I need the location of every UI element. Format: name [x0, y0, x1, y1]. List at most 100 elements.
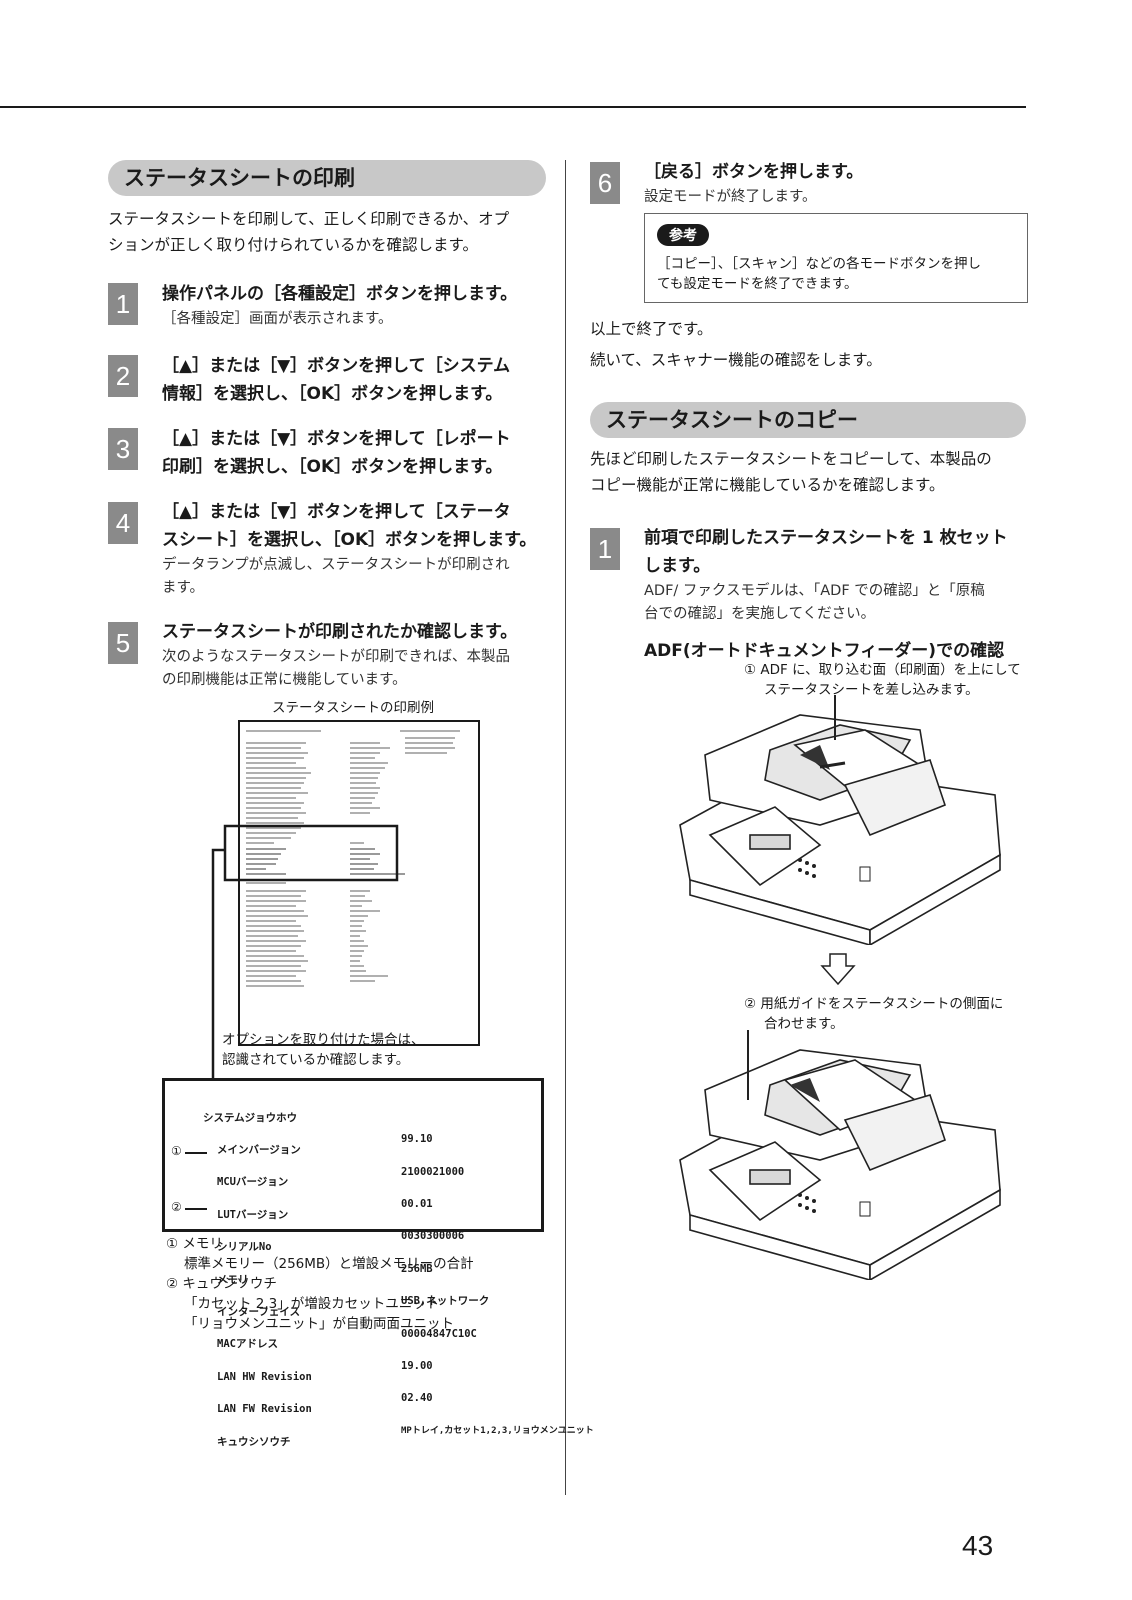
step-1: 操作パネルの［各種設定］ボタンを押します。 ［各種設定］画面が表示されます。: [162, 280, 552, 331]
option-note-line: オプションを取り付けた場合は、: [222, 1032, 425, 1048]
section-intro-copy: 先ほど印刷したステータスシートをコピーして、本製品の コピー機能が正常に機能して…: [590, 446, 1030, 498]
zoom-value: 2100021000: [401, 1165, 465, 1178]
zoom-labels: システムジョウホウ メインバージョン MCUバージョン LUTバージョン シリア…: [203, 1091, 312, 1469]
zoom-label: LAN FW Revision: [217, 1403, 312, 1416]
step-5: ステータスシートが印刷されたか確認します。 次のようなステータスシートが印刷でき…: [162, 618, 557, 692]
step-desc: 台での確認」を実施してください。: [644, 606, 876, 622]
step-title: 前項で印刷したステータスシートを 1 枚セット: [644, 528, 1008, 548]
zoom-value: 99.10: [401, 1133, 433, 1146]
status-sheet-image: [238, 720, 480, 1046]
arrow-down-icon: [820, 953, 856, 986]
step-title: 情報］を選択し、［OK］ボタンを押します。: [162, 384, 503, 404]
step-desc: ［各種設定］画面が表示されます。: [162, 311, 393, 327]
footnote: ① メモリ: [166, 1236, 223, 1252]
header-rule: [0, 106, 1026, 108]
step-desc: の印刷機能は正常に機能しています。: [162, 672, 407, 688]
reference-note: 参考 ［コピー］、［スキャン］などの各モードボタンを押し ても設定モードを終了で…: [644, 213, 1028, 303]
marker-1-line: [185, 1152, 207, 1154]
step-2: ［▲］または［▼］ボタンを押して［システム 情報］を選択し、［OK］ボタンを押し…: [162, 352, 552, 408]
callout-line: ① ADF に、取り込む面（印刷面）を上にして: [744, 662, 1021, 678]
zoom-value: 02.40: [401, 1392, 433, 1405]
intro-line: ションが正しく取り付けられているかを確認します。: [108, 236, 478, 254]
zoom-label: システムジョウホウ: [203, 1111, 298, 1124]
zoom-value: USB,ネットワーク: [401, 1295, 490, 1308]
zoom-label: LAN HW Revision: [217, 1370, 312, 1383]
zoom-label: メモリ: [217, 1273, 249, 1286]
zoom-value: MPトレイ,カセット1,2,3,リョウメンユニット: [401, 1425, 594, 1436]
system-info-zoom: システムジョウホウ メインバージョン MCUバージョン LUTバージョン シリア…: [162, 1078, 594, 1447]
zoom-value: 0030300006: [401, 1230, 465, 1243]
reference-text: ［コピー］、［スキャン］などの各モードボタンを押し ても設定モードを終了できます…: [657, 254, 1022, 294]
zoom-value: 00004847C10C: [401, 1327, 477, 1340]
callout-1: ① ADF に、取り込む面（印刷面）を上にして ステータスシートを差し込みます。: [744, 660, 1021, 700]
intro-line: 先ほど印刷したステータスシートをコピーして、本製品の: [590, 450, 992, 468]
callout-line: ② 用紙ガイドをステータスシートの側面に: [744, 996, 1004, 1012]
zoom-label: LUTバージョン: [217, 1208, 289, 1221]
example-caption: ステータスシートの印刷例: [272, 700, 434, 716]
step-number: 3: [108, 428, 138, 470]
section-intro-print: ステータスシートを印刷して、正しく印刷できるか、オプ ションが正しく取り付けられ…: [108, 206, 548, 258]
step-number: 1: [590, 528, 620, 570]
marker-1: ①: [171, 1144, 182, 1158]
zoom-label: キュウシソウチ: [217, 1435, 291, 1448]
closing-line: 続いて、スキャナー機能の確認をします。: [590, 351, 882, 369]
step-title: スシート］を選択し、［OK］ボタンを押します。: [162, 530, 537, 550]
footnotes: ① メモリ 標準メモリー（256MB）と増設メモリーの合計 ② キュウシソウチ …: [166, 1234, 474, 1334]
page-number: 43: [962, 1530, 994, 1561]
step-title: 操作パネルの［各種設定］ボタンを押します。: [162, 284, 518, 304]
step-title: します。: [644, 556, 711, 576]
zoom-label: メインバージョン: [217, 1143, 301, 1156]
step-number: 1: [108, 283, 138, 325]
step-number: 4: [108, 502, 138, 544]
step-title: ステータスシートが印刷されたか確認します。: [162, 622, 518, 642]
step-title: 印刷］を選択し、［OK］ボタンを押します。: [162, 457, 503, 477]
option-note-line: 認識されているか確認します。: [222, 1052, 410, 1068]
callout-2: ② 用紙ガイドをステータスシートの側面に 合わせます。: [744, 994, 1003, 1034]
step-3: ［▲］または［▼］ボタンを押して［レポート 印刷］を選択し、［OK］ボタンを押し…: [162, 425, 552, 481]
zoom-label: シリアルNo: [217, 1241, 272, 1254]
marker-2: ②: [171, 1200, 182, 1214]
step-6: ［戻る］ボタンを押します。 設定モードが終了します。: [644, 158, 1024, 209]
step-title: ［▲］または［▼］ボタンを押して［ステータ: [162, 502, 511, 522]
step-desc: ADF/ ファクスモデルは、「ADF での確認」と「原稿: [644, 583, 985, 599]
step-number: 5: [108, 622, 138, 664]
status-sheet-text-lines: [246, 730, 460, 987]
zoom-values: 99.10 2100021000 00.01 0030300006 256MB …: [401, 1091, 594, 1458]
step-title: ［▲］または［▼］ボタンを押して［システム: [162, 356, 511, 376]
step-number: 2: [108, 355, 138, 397]
step-title: ［戻る］ボタンを押します。: [644, 162, 864, 182]
reference-badge: 参考: [657, 224, 709, 246]
closing-text: 以上で終了です。 続いて、スキャナー機能の確認をします。: [590, 314, 1030, 376]
zoom-value: 00.01: [401, 1197, 433, 1210]
step-desc: 次のようなステータスシートが印刷できれば、本製品: [162, 649, 510, 665]
intro-line: ステータスシートを印刷して、正しく印刷できるか、オプ: [108, 210, 510, 228]
zoom-label: MACアドレス: [217, 1338, 278, 1351]
step-4: ［▲］または［▼］ボタンを押して［ステータ スシート］を選択し、［OK］ボタンを…: [162, 498, 557, 600]
column-divider: [565, 160, 566, 1495]
step-number: 6: [590, 162, 620, 204]
section-title-copy: ステータスシートのコピー: [590, 402, 1026, 438]
zoom-value: 19.00: [401, 1359, 433, 1372]
callout-line: 合わせます。: [764, 1016, 844, 1032]
footnote: 「リョウメンユニット」が自動両面ユニット: [184, 1316, 454, 1332]
step-desc: データランプが点滅し、ステータスシートが印刷され: [162, 557, 510, 573]
scanner-illustration-2: [679, 1030, 1001, 1280]
zoom-label: MCUバージョン: [217, 1176, 289, 1189]
zoom-value: 256MB: [401, 1262, 433, 1275]
reference-line: ても設定モードを終了できます。: [657, 276, 858, 292]
footnote: ② キュウシソウチ: [166, 1276, 277, 1292]
callout-connector: [211, 824, 399, 1078]
closing-line: 以上で終了です。: [590, 320, 713, 338]
copy-step-1: 前項で印刷したステータスシートを 1 枚セット します。 ADF/ ファクスモデ…: [644, 524, 1029, 626]
step-desc: 設定モードが終了します。: [644, 189, 817, 205]
footnote: 標準メモリー（256MB）と増設メモリーの合計: [184, 1256, 474, 1272]
section-title-print: ステータスシートの印刷: [108, 160, 546, 196]
option-note: オプションを取り付けた場合は、 認識されているか確認します。: [222, 1030, 425, 1070]
step-desc: ます。: [162, 580, 205, 596]
zoom-label: インターフェイス: [217, 1305, 301, 1318]
callout-line: ステータスシートを差し込みます。: [764, 682, 979, 698]
adf-heading: ADF(オートドキュメントフィーダー)での確認: [644, 641, 1005, 661]
marker-2-line: [185, 1208, 207, 1210]
intro-line: コピー機能が正常に機能しているかを確認します。: [590, 476, 945, 494]
step-title: ［▲］または［▼］ボタンを押して［レポート: [162, 429, 511, 449]
